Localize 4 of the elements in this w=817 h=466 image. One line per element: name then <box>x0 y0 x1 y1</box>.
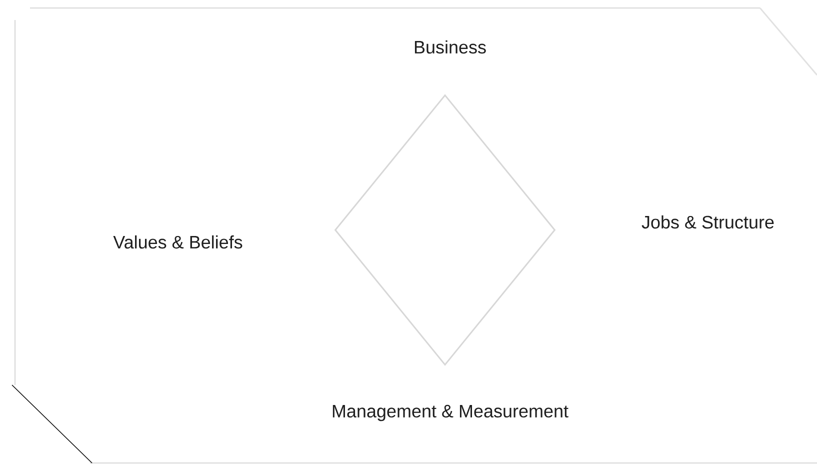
corner-label: Management & Measurement <box>332 404 568 422</box>
corner-label: Values & Beliefs <box>113 235 242 249</box>
corner-label: Jobs & Structure <box>642 215 774 229</box>
corner-label: Business <box>414 40 486 54</box>
